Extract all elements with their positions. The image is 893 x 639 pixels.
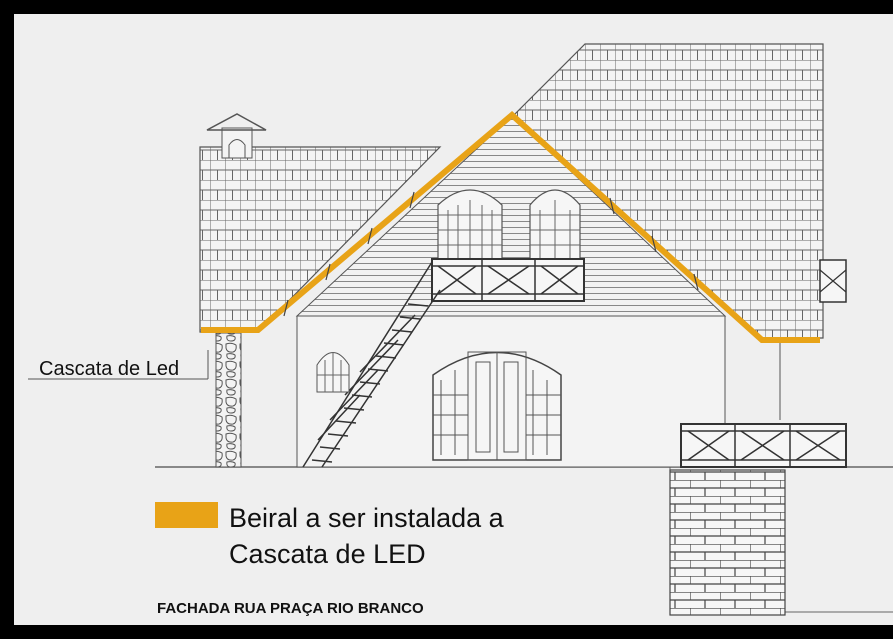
led-eave-line — [201, 111, 820, 343]
legend-text-line1: Beiral a ser instalada a — [229, 503, 505, 533]
drawing-title: FACHADA RUA PRAÇA RIO BRANCO — [157, 600, 424, 617]
callout-label: Cascata de Led — [39, 358, 179, 380]
legend-text-line2: Cascata de LED — [229, 539, 426, 569]
legend-swatch — [155, 502, 218, 528]
